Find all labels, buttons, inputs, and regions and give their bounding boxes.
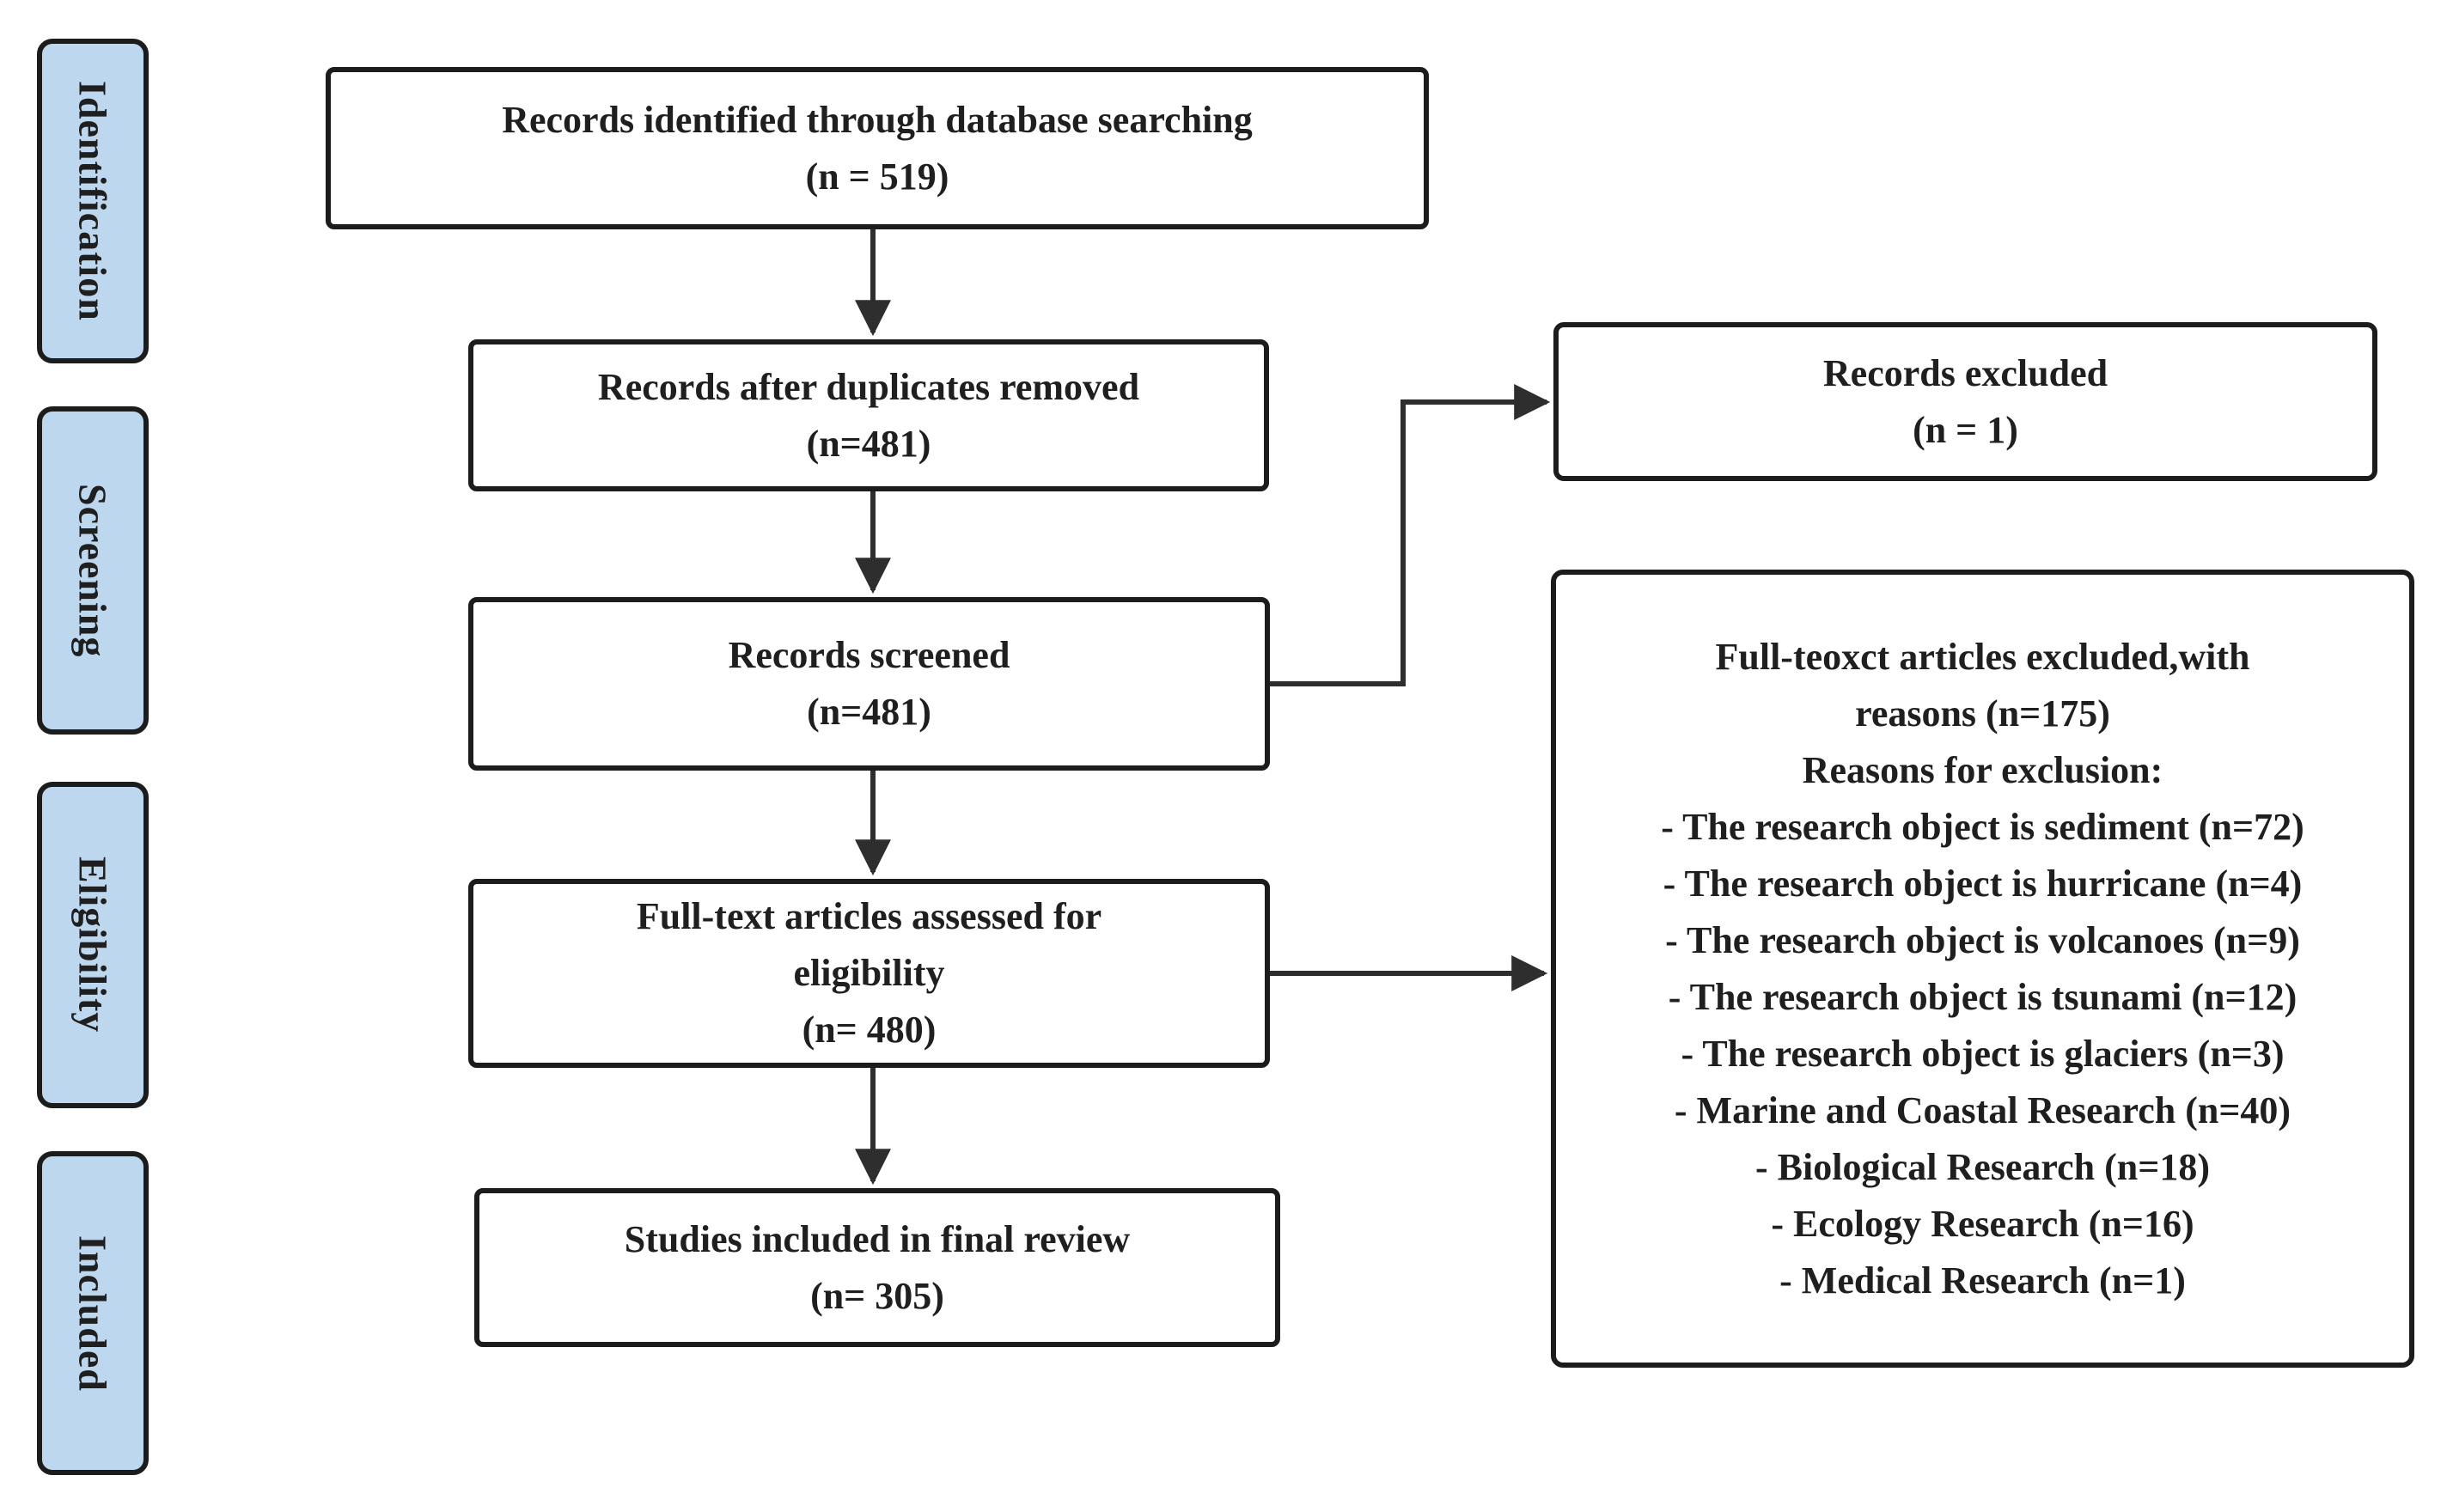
box-duplicates-removed: Records after duplicates removed (n=481) [468,339,1269,491]
box-text-line: - The research object is tsunami (n=12) [1668,975,2297,1018]
box-text-line: - The research object is hurricane (n=4) [1663,862,2303,905]
box-text-line: Records excluded [1822,351,2108,394]
box-text-line: Records screened [728,634,1010,676]
box-text-line: Full-text articles assessed for [636,895,1102,937]
box-text-line: Records after duplicates removed [597,365,1140,408]
box-text-line: - Ecology Research (n=16) [1771,1202,2194,1245]
box-studies-included: Studies included in final review (n= 305… [474,1188,1280,1347]
stage-label-identification: Identification [37,39,149,363]
box-text-line: reasons (n=175) [1855,692,2110,735]
stage-label-included: Included [37,1151,149,1475]
stage-label-text: Screening [70,483,115,658]
stage-label-screening: Screening [37,406,149,735]
box-text-line: (n=481) [807,691,931,733]
stage-label-text: Identification [70,81,115,321]
box-text-line: (n=481) [806,422,931,465]
stage-label-text: Included [70,1235,115,1392]
box-text-line: Reasons for exclusion: [1802,748,2163,791]
box-text-line: (n= 305) [810,1274,944,1317]
box-text-line: - Marine and Coastal Research (n=40) [1674,1088,2291,1131]
box-records-identified: Records identified through database sear… [326,67,1429,229]
stage-label-text: Eligibility [70,857,115,1033]
box-records-excluded: Records excluded (n = 1) [1553,322,2377,481]
box-text-line: - Biological Research (n=18) [1755,1145,2210,1188]
box-text-line: - The research object is volcanoes (n=9) [1665,918,2300,961]
box-text-line: Records identified through database sear… [502,98,1253,141]
box-text-line: (n = 1) [1913,408,2018,451]
arrow-screened-to-records-excluded [1270,384,1551,686]
box-text-line: eligibility [793,952,945,994]
stage-label-eligibility: Eligibility [37,782,149,1108]
box-text-line: - The research object is glaciers (n=3) [1681,1032,2285,1075]
box-text-line: (n= 480) [802,1009,937,1051]
box-fulltext-excluded: Full-teoxct articles excluded,with reaso… [1551,570,2414,1368]
box-text-line: Studies included in final review [624,1217,1131,1260]
box-text-line: - The research object is sediment (n=72) [1661,805,2304,848]
box-records-screened: Records screened (n=481) [468,597,1270,771]
box-text-line: Full-teoxct articles excluded,with [1715,635,2250,678]
box-fulltext-assessed: Full-text articles assessed for eligibil… [468,879,1270,1068]
box-text-line: - Medical Research (n=1) [1779,1259,2186,1302]
box-text-line: (n = 519) [805,155,949,198]
